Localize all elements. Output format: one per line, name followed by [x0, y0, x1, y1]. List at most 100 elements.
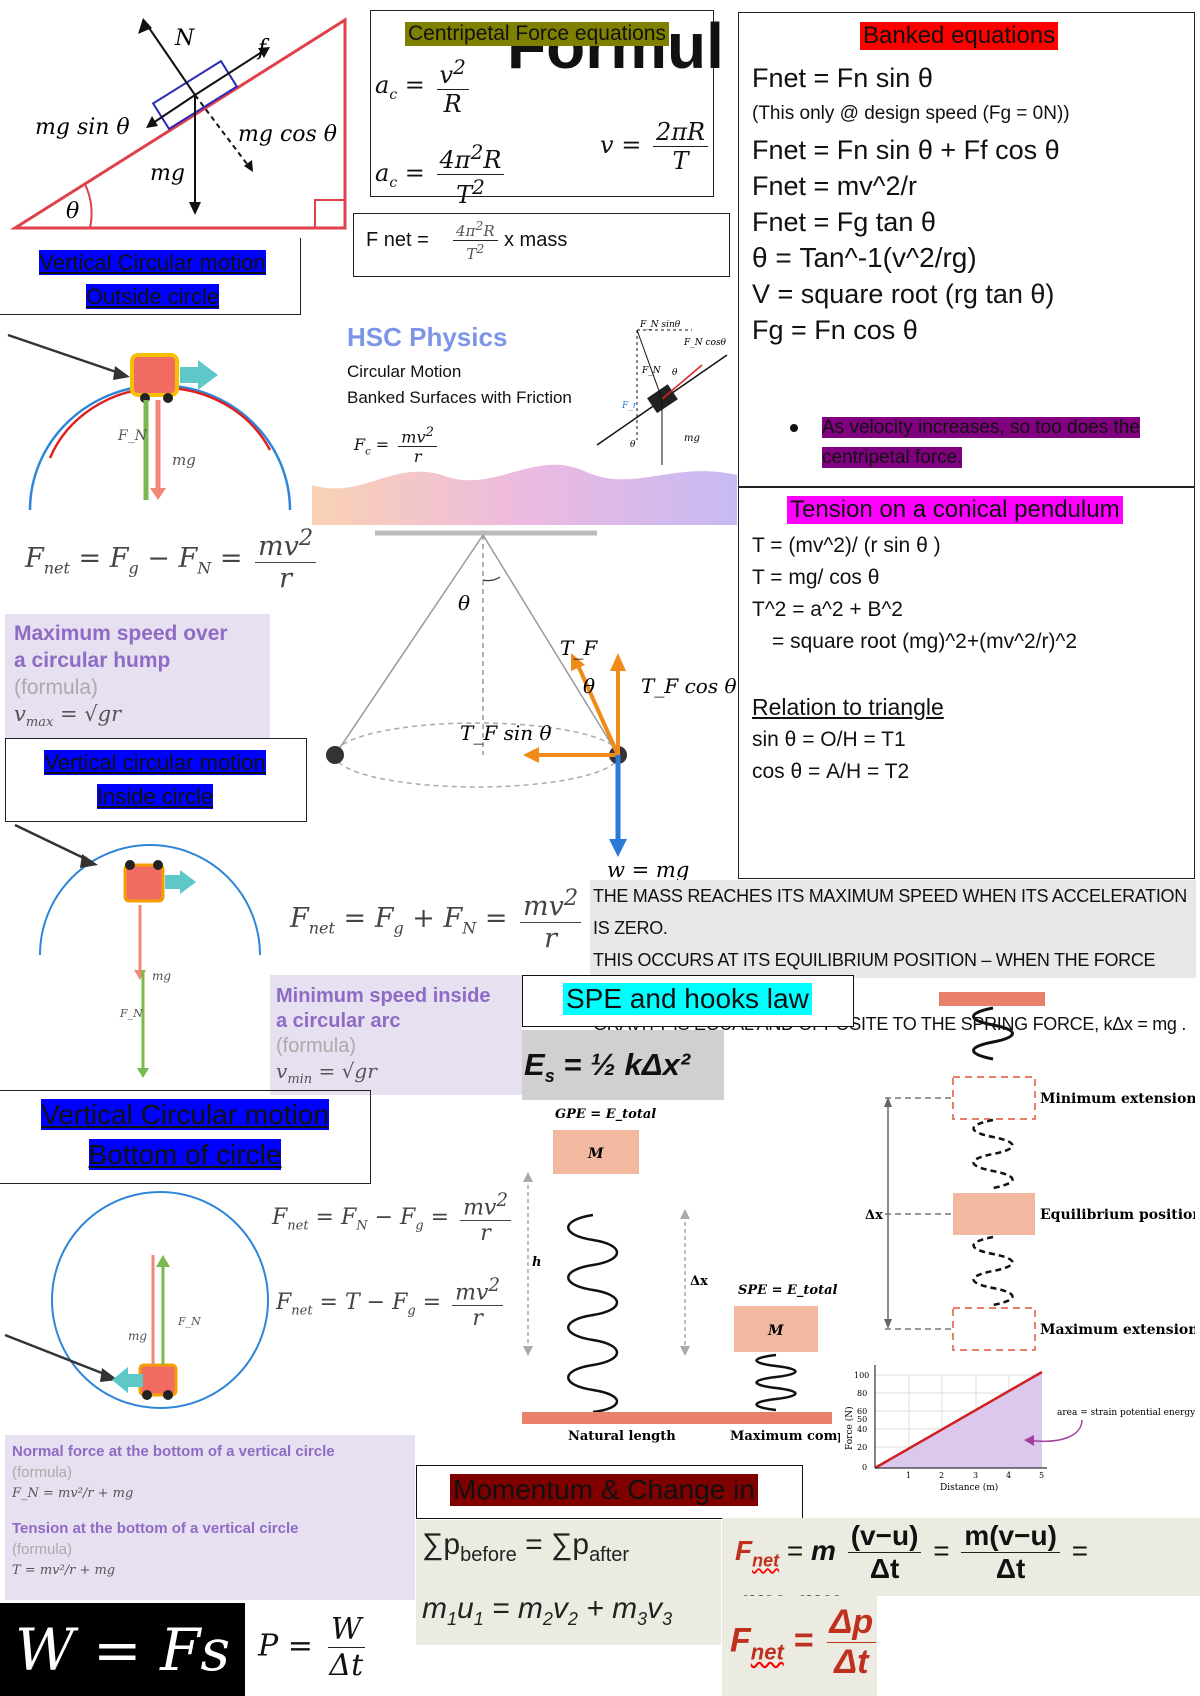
hsc-sub2: Banked Surfaces with Friction	[347, 388, 572, 407]
max-speed-formula-label: (formula)	[14, 676, 99, 699]
dx-label: Δx	[690, 1274, 708, 1289]
incline-diagram: N f mg sin θ mg cos θ mg θ	[9, 17, 347, 230]
max-comp-label: Maximum compression	[730, 1429, 840, 1444]
fnet-label: F net =	[366, 229, 429, 251]
vert-inside-title: Vertical circular motion Inside circle	[10, 746, 300, 814]
vert-bottom-title: Vertical Circular motion Bottom of circl…	[0, 1095, 370, 1175]
relation-1: sin θ = O/H = T1	[752, 728, 906, 751]
xtick-1: 1	[906, 1471, 911, 1480]
hsc-diag-7: θ	[630, 440, 636, 450]
normal-force-card	[5, 1435, 415, 1600]
pend-w: w = mg	[607, 858, 689, 882]
min-speed-formula-label: (formula)	[276, 1035, 357, 1057]
hsc-diag-1: F_N sinθ	[639, 320, 681, 330]
ytick-5: 20	[857, 1443, 867, 1452]
incline-mgcos: mg cos θ	[238, 122, 337, 147]
spe-M: M	[767, 1323, 784, 1339]
inside-circle-diagram: mg F_N	[14, 823, 261, 1078]
gpe-label: GPE = E_total	[555, 1107, 656, 1122]
spe-formula: Es = ½ kΔx²	[522, 1030, 724, 1100]
banked-box	[738, 12, 1195, 487]
max-speed-title-1: Maximum speed over	[14, 622, 228, 645]
outside-mg: mg	[172, 451, 196, 469]
banked-line-1: Fnet = Fn sin θ	[752, 63, 933, 93]
banked-car-diagram: F_N sinθ F_N cosθ F_N θ F_r mg θ	[596, 320, 728, 465]
tension-formula: T = mv²/r + mg	[12, 1563, 116, 1578]
ytick-3: 50	[857, 1415, 867, 1424]
tension-line-4: = square root (mg)^2+(mv^2/r)^2	[772, 630, 1077, 653]
ytick-2: 60	[857, 1407, 867, 1416]
inside-mg: mg	[152, 969, 171, 983]
min-speed-title-2: a circular arc	[276, 1010, 401, 1032]
tension-line-1: T = (mv^2)/ (r sin θ )	[752, 534, 941, 557]
max-speed-title-2: a circular hump	[14, 649, 171, 672]
ytick-4: 40	[857, 1425, 867, 1434]
conical-pendulum: θ T_F θ T_F cos θ T_F sin θ w = mg	[326, 530, 736, 882]
pend-TF: T_F	[560, 636, 598, 660]
ext-max: Maximum extension	[1040, 1322, 1195, 1338]
banked-bullet-dot	[790, 424, 798, 432]
max-speed-card	[5, 614, 270, 739]
fnet-momentum-panel	[722, 1518, 1200, 1596]
normal-title: Normal force at the bottom of a vertical…	[12, 1443, 335, 1460]
xtick-5: 5	[1039, 1471, 1044, 1480]
vert-outside-title: Vertical Circular motion Outside circle	[10, 246, 295, 314]
spring-caps-1: THE MASS REACHES ITS MAXIMUM SPEED WHEN …	[593, 886, 1187, 938]
xtick-4: 4	[1006, 1471, 1011, 1480]
ext-eq: Equilibrium position	[1040, 1207, 1195, 1223]
bottom-circle-diagram: mg F_N	[4, 1191, 269, 1409]
spe-label: SPE = E_total	[738, 1283, 838, 1298]
vert-inside-title-2: Inside circle	[96, 784, 214, 809]
normal-force-text: Normal force at the bottom of a vertical…	[12, 1441, 335, 1581]
natural-label: Natural length	[568, 1429, 676, 1444]
incline-theta: θ	[66, 199, 79, 224]
vert-inside-title-1: Vertical circular motion	[44, 750, 266, 775]
force-distance-graph: Force (N) 100 80 60 50 40 20 0 1 2 3 4 5…	[844, 1365, 1195, 1493]
vert-bottom-title-1: Vertical Circular motion	[41, 1099, 329, 1130]
spring-compression-diagram: GPE = E_total M h Δx SPE = E_total M Nat…	[522, 1107, 840, 1444]
incline-mgsin: mg sin θ	[35, 115, 130, 140]
pend-TFsin: T_F sin θ	[460, 721, 552, 745]
normal-formula-label: (formula)	[12, 1464, 73, 1481]
spe-title: SPE and hooks law	[563, 983, 812, 1015]
ext-min: Minimum extension	[1040, 1091, 1195, 1107]
banked-line-4: Fnet = mv^2/r	[752, 171, 917, 201]
hsc-title: HSC Physics	[347, 322, 508, 352]
banked-line-7: V = square root (rg tan θ)	[752, 279, 1055, 309]
tension-title: Tension on a conical pendulum	[787, 496, 1123, 524]
bottom-mg: mg	[128, 1329, 147, 1343]
pend-theta2: θ	[583, 674, 595, 698]
vert-outside-title-1: Vertical Circular motion	[39, 250, 266, 275]
momentum-eq-panel	[416, 1520, 721, 1645]
banked-line-8: Fg = Fn cos θ	[752, 315, 918, 345]
centripetal-title: Centripetal Force equations	[405, 22, 669, 46]
vert-outside-title-2: Outside circle	[85, 284, 220, 309]
tension-line-3: T^2 = a^2 + B^2	[752, 598, 903, 621]
banked-bullet-text: As velocity increases, so too does the c…	[822, 417, 1140, 468]
min-speed-text: Minimum speed inside a circular arc (for…	[276, 984, 490, 1092]
hsc-diag-3: F_N	[641, 366, 662, 376]
banked-line-3: Fnet = Fn sin θ + Ff cos θ	[752, 135, 1060, 165]
hsc-diag-2: F_N cosθ	[683, 338, 727, 348]
inside-FN: F_N	[119, 1007, 143, 1020]
outside-FN: F_N	[117, 428, 148, 444]
hsc-wave	[312, 464, 737, 525]
fnet-suffix: x mass	[504, 229, 568, 251]
xtick-2: 2	[939, 1471, 944, 1480]
ytick-0: 100	[854, 1371, 869, 1380]
incline-N: N	[174, 26, 195, 51]
banked-line-2: (This only @ design speed (Fg = 0N))	[752, 103, 1070, 124]
banked-line-5: Fnet = Fg tan θ	[752, 207, 936, 237]
hsc-sub1: Circular Motion	[347, 362, 462, 381]
spring-caps-text: THE MASS REACHES ITS MAXIMUM SPEED WHEN …	[590, 880, 1196, 1034]
ext-dx: Δx	[865, 1208, 883, 1223]
momentum-eq-2: m1u1 = m2v2 + m3v3	[422, 1592, 673, 1629]
